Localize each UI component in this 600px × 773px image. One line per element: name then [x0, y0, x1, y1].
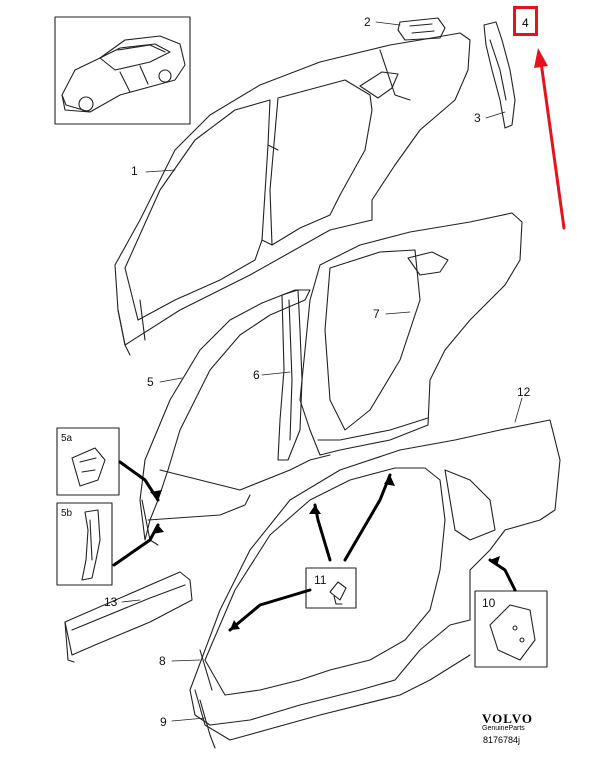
- callout-3: 3: [474, 111, 481, 125]
- callout-13: 13: [104, 595, 118, 609]
- detail-box-10: [474, 590, 548, 668]
- callout-12: 12: [517, 385, 531, 399]
- part-8-9-sill: [194, 649, 471, 749]
- callout-7: 7: [373, 307, 380, 321]
- detail-box-11: [305, 567, 357, 609]
- car-thumbnail: [54, 16, 191, 125]
- callout-9: 9: [160, 715, 167, 729]
- part-6-b-pillar: [277, 289, 303, 461]
- callout-5a: 5a: [61, 433, 73, 444]
- part-13-rocker: [64, 571, 193, 663]
- brand-logo: VOLVO: [482, 711, 533, 726]
- callout-8: 8: [159, 654, 166, 668]
- callout-4: 4: [522, 16, 529, 30]
- diagram-code: 8176784j: [483, 735, 521, 745]
- callout-2: 2: [364, 15, 371, 29]
- part-2-bracket: [397, 17, 446, 41]
- callout-6: 6: [253, 368, 260, 382]
- detail-box-5b: [56, 502, 113, 586]
- part-3-bracket: [483, 21, 516, 129]
- highlight-box: 4: [513, 6, 538, 36]
- detail-box-5a: [56, 427, 120, 496]
- brand-subtitle: GenuineParts: [482, 725, 525, 732]
- arrowheads: [150, 475, 500, 630]
- callout-1: 1: [131, 164, 138, 178]
- leader-lines: [121, 21, 523, 722]
- part-1-outer-side-panel: [114, 32, 471, 356]
- part-12-outer-lower-panel: [189, 419, 561, 726]
- red-pointer-arrow: [539, 60, 566, 230]
- part-5-inner-panel: [139, 289, 331, 546]
- callout-11: 11: [314, 573, 327, 587]
- part-7-middle-panel: [299, 212, 523, 456]
- callout-10: 10: [482, 596, 496, 610]
- callout-5b: 5b: [61, 508, 73, 519]
- callout-5: 5: [147, 375, 154, 389]
